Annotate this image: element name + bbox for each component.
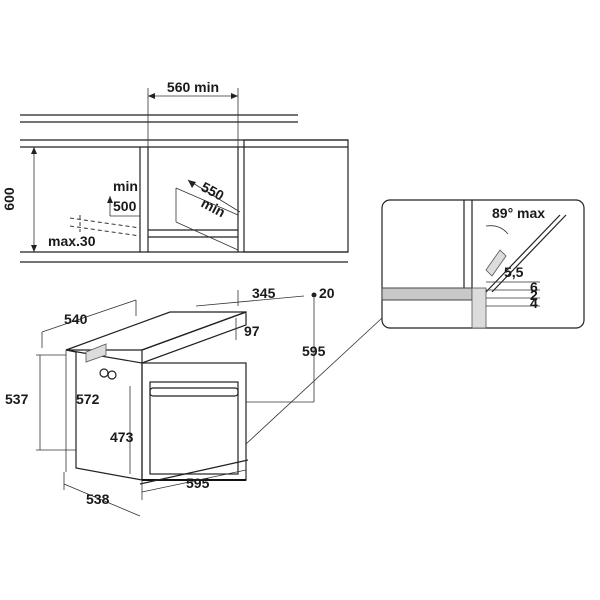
detail-inset: 89° max 5,5 6 2 4 <box>381 199 585 329</box>
oven-front-width-label: 595 <box>186 475 210 491</box>
detail-d1-label: 5,5 <box>504 264 524 280</box>
oven-offset-label: 20 <box>319 285 335 301</box>
min-label: min <box>113 178 138 194</box>
detail-d4-label: 4 <box>530 295 538 311</box>
depth2-min-label: min <box>199 195 228 221</box>
oven-drawing: 540 345 20 97 595 537 572 473 538 <box>5 285 383 517</box>
vent-max-label: max.30 <box>48 233 96 249</box>
oven-total-depth-label: 538 <box>86 491 110 507</box>
detail-d2-label: 6 <box>530 279 538 295</box>
oven-side-height-2-label: 572 <box>76 391 100 407</box>
cabinet-height-label: 600 <box>1 187 17 211</box>
oven-side-height-1-label: 537 <box>5 391 29 407</box>
oven-step-label: 97 <box>244 323 260 339</box>
oven-panel-depth-label: 345 <box>252 285 276 301</box>
cabinet-width-label: 560 min <box>167 79 219 95</box>
depth-min-value-label: 500 <box>113 198 137 214</box>
oven-front-height-label: 595 <box>302 343 326 359</box>
oven-top-depth-label: 540 <box>64 311 88 327</box>
cabinet-drawing: 560 min 600 min 500 max.30 550 min <box>1 79 349 263</box>
detail-d3-label: 2 <box>530 287 538 303</box>
detail-angle-label: 89° max <box>492 205 545 221</box>
oven-door-height-label: 473 <box>110 429 134 445</box>
